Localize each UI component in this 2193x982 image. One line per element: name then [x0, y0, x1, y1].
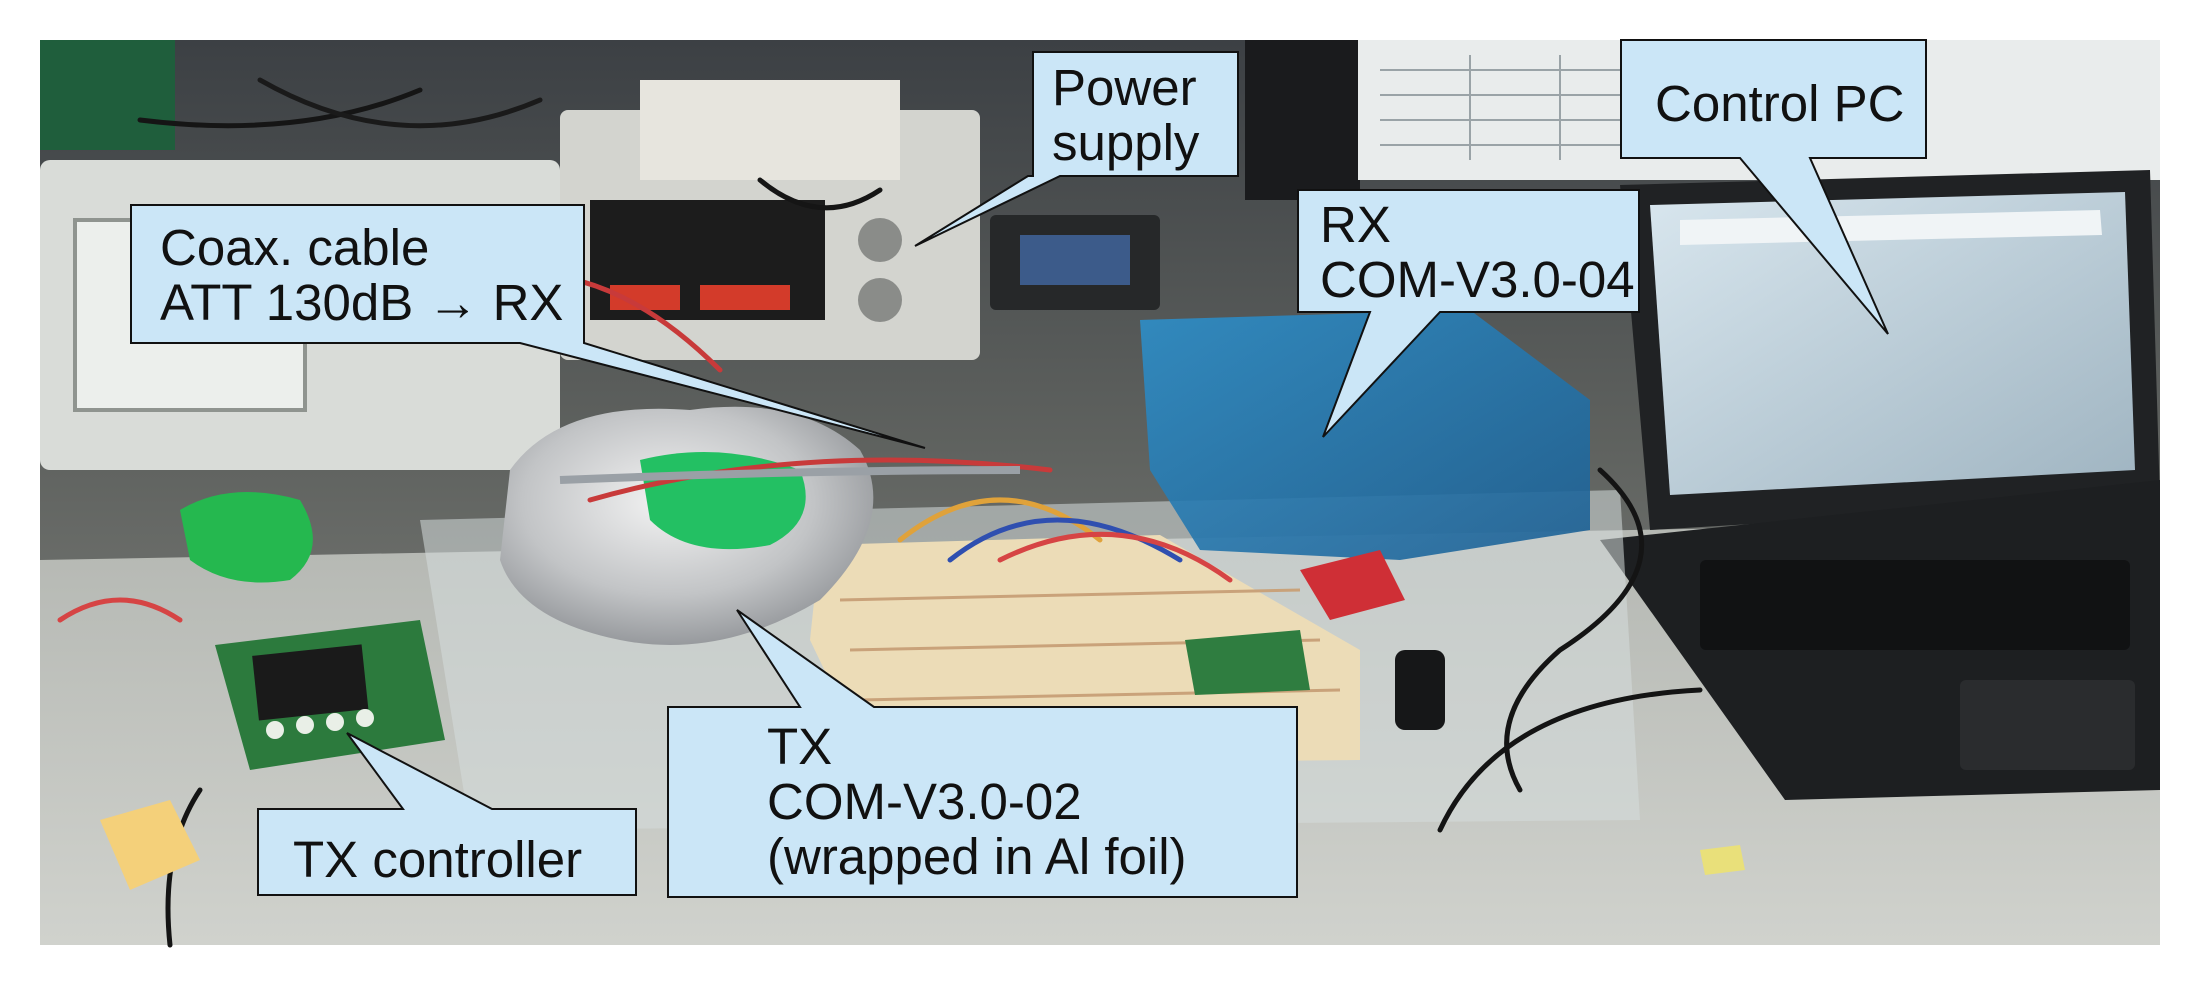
label-control-pc: Control PC	[1655, 75, 1905, 132]
label-tx-controller: TX controller	[293, 831, 583, 888]
label-coax-cable: Coax. cable ATT 130dB → RX	[160, 219, 564, 332]
label-rx: RX COM-V3.0-04	[1320, 196, 1635, 309]
label-power-supply: Power supply	[1052, 59, 1200, 172]
label-tx: TX COM-V3.0-02 (wrapped in Al foil)	[767, 718, 1187, 886]
